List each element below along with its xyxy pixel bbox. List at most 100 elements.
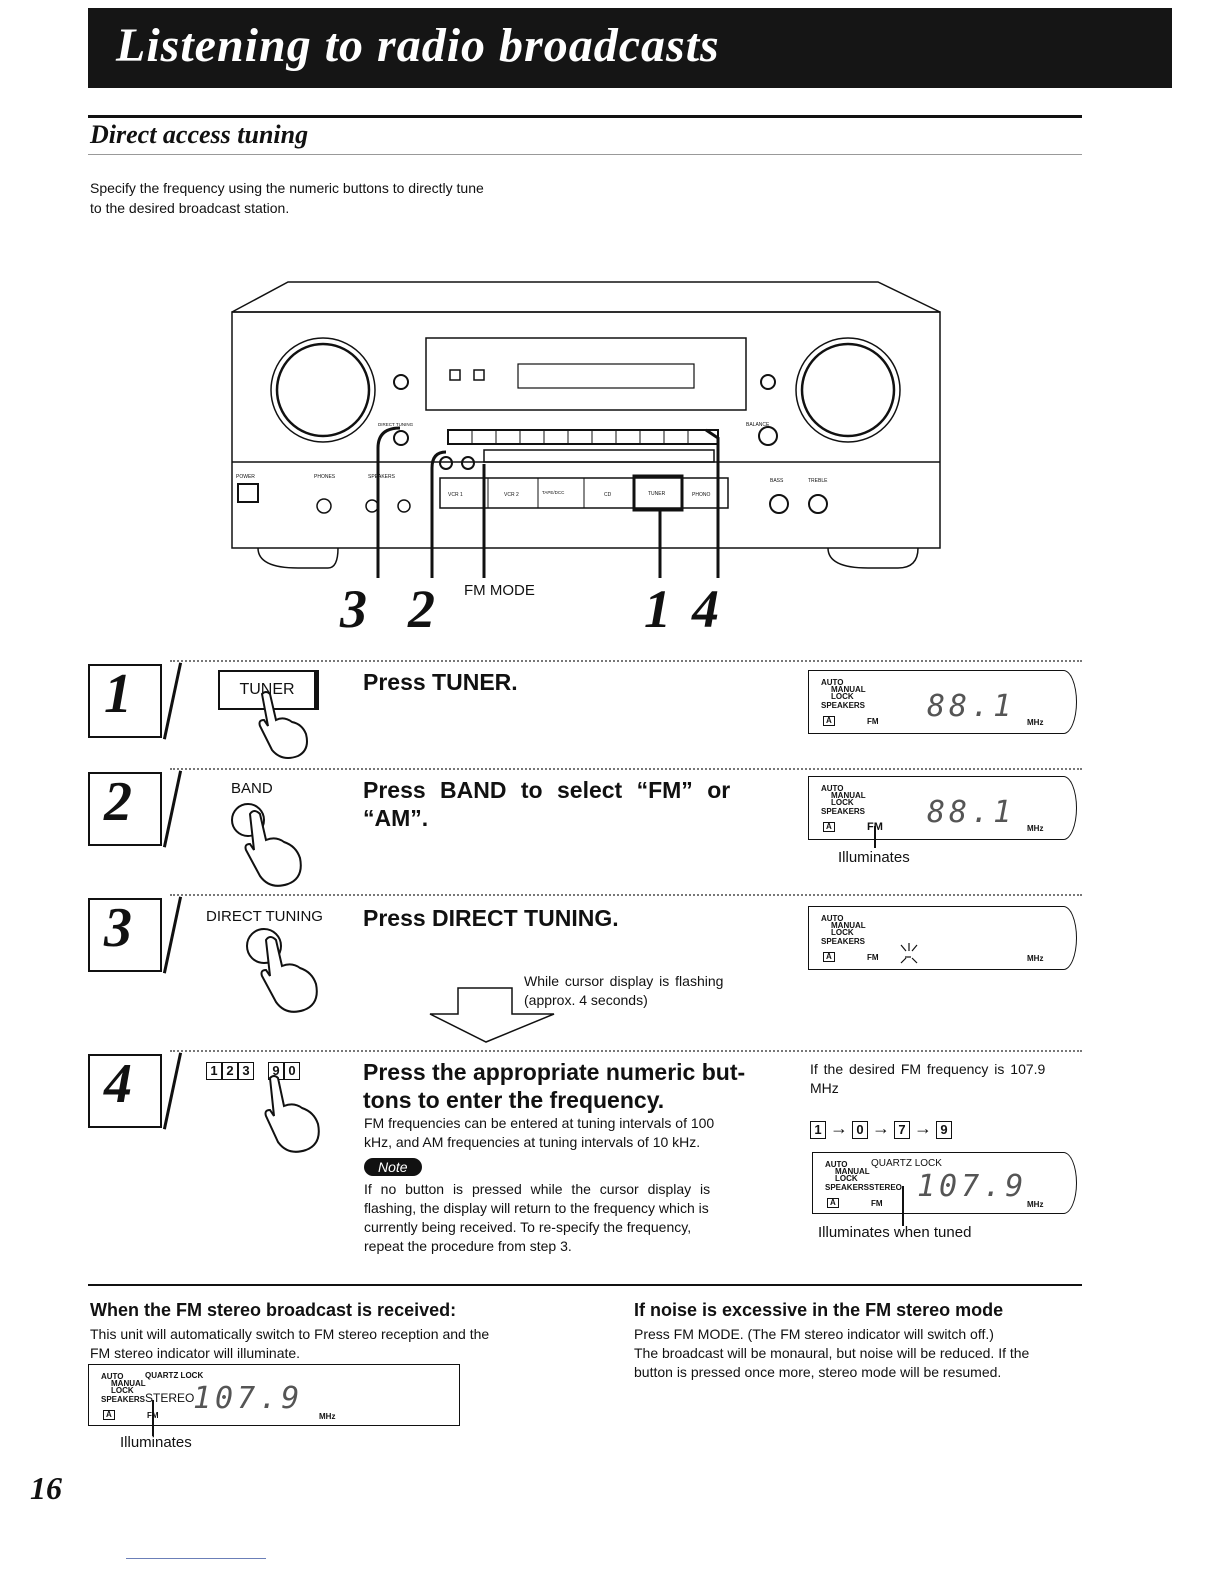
callout-1: 1: [644, 579, 671, 639]
body-line: Press FM MODE. (The FM stereo indicator …: [634, 1326, 994, 1342]
body-line: This unit will automatically switch to F…: [90, 1326, 490, 1342]
step-number-box: 1: [88, 662, 183, 740]
svg-text:BASS: BASS: [770, 478, 784, 484]
callout-fm-mode: FM MODE: [464, 582, 535, 599]
lcd-unit: MHz: [319, 1412, 336, 1421]
lcd-frequency: 88.1: [927, 689, 1016, 724]
lcd-stereo: STEREO: [145, 1391, 195, 1405]
arrow-note: While cursor display is flashing (approx…: [524, 972, 723, 1010]
example-key: 7: [894, 1121, 910, 1139]
source-button-label: CD: [604, 492, 612, 498]
note-label: Note: [364, 1158, 422, 1176]
step-number-box: 3: [88, 896, 183, 974]
band-button-pressing-hand-icon: [231, 803, 302, 887]
lcd-stereo: STEREO: [869, 1183, 902, 1192]
tuning-knob: [275, 342, 371, 438]
step-number-box: 2: [88, 770, 183, 848]
lcd-mode-auto: AUTO: [825, 1160, 848, 1169]
callout-line: [152, 1400, 154, 1436]
band-button-label: BAND: [231, 780, 273, 797]
intro-text: Specify the frequency using the numeric …: [90, 178, 484, 218]
lcd-mode-auto: AUTO: [821, 914, 844, 923]
example-text: If the desired FM frequency is 107.9 MHz: [810, 1060, 1045, 1098]
callout-line: [874, 826, 876, 848]
tuner-button-label: TUNER: [239, 681, 295, 698]
page-number: 16: [30, 1470, 62, 1506]
body-line: The broadcast will be monaural, but nois…: [634, 1345, 1030, 1361]
step-body-line: kHz, and AM frequencies at tuning interv…: [364, 1134, 701, 1150]
lcd-unit: MHz: [1027, 954, 1044, 963]
note-line: repeat the procedure from step 3.: [364, 1238, 572, 1254]
lcd-mode-lock: LOCK: [111, 1386, 134, 1395]
step-divider: [170, 894, 1082, 896]
step-heading: Press BAND to select “FM” or “AM”.: [363, 776, 753, 832]
lcd-display: AUTO MANUAL LOCK QUARTZ LOCK SPEAKERS ST…: [88, 1364, 460, 1426]
note-body: If no button is pressed while the cursor…: [364, 1180, 754, 1256]
arrow-right-icon: →: [830, 1118, 848, 1138]
lcd-mode-manual: MANUAL: [835, 1167, 870, 1176]
footer-rule: [126, 1558, 266, 1559]
step-number: 1: [104, 663, 132, 725]
callout-3: 3: [340, 579, 367, 639]
illuminates-when-tuned-callout: Illuminates when tuned: [818, 1224, 972, 1241]
callout-2: 2: [408, 579, 435, 639]
illuminates-callout: Illuminates: [838, 849, 910, 866]
example-line: MHz: [810, 1080, 839, 1096]
lcd-band: FM: [867, 953, 879, 962]
lcd-speaker-a-icon: A: [823, 822, 835, 832]
step-heading-line: Press the appropriate numeric but-: [363, 1059, 746, 1085]
source-button-label: PHONO: [692, 492, 710, 498]
noise-heading: If noise is excessive in the FM stereo m…: [634, 1300, 1004, 1320]
lcd-speakers: SPEAKERS: [825, 1183, 870, 1192]
lcd-speaker-a-icon: A: [103, 1410, 115, 1420]
lcd-mode-auto: AUTO: [101, 1372, 124, 1381]
stereo-received-heading: When the FM stereo broadcast is received…: [90, 1300, 457, 1320]
numeric-key: 1: [206, 1062, 222, 1080]
lcd-display: AUTO MANUAL LOCK QUARTZ LOCK SPEAKERS ST…: [812, 1152, 1077, 1214]
lcd-mode-auto: AUTO: [821, 784, 844, 793]
lcd-speakers: SPEAKERS: [821, 937, 866, 946]
illuminates-callout: Illuminates: [120, 1434, 192, 1451]
intro-line: to the desired broadcast station.: [90, 200, 290, 216]
lcd-mode-manual: MANUAL: [831, 921, 866, 930]
callout-line: [902, 1186, 904, 1226]
source-button-label: VCR 1: [448, 492, 463, 498]
lcd-band: FM: [871, 1199, 883, 1208]
lcd-mode-lock: LOCK: [831, 692, 854, 701]
receiver-illustration: VCR 1 VCR 2 TAPE/DCC CD TUNER PHONO POWE…: [231, 281, 941, 578]
svg-text:BALANCE: BALANCE: [746, 422, 770, 428]
step-number-box: 4: [88, 1052, 183, 1130]
lcd-speaker-a-icon: A: [827, 1198, 839, 1208]
step-heading: Press TUNER.: [363, 669, 518, 695]
lcd-quartz-lock: QUARTZ LOCK: [145, 1371, 204, 1380]
body-line: button is pressed once more, stereo mode…: [634, 1364, 1002, 1380]
lcd-display: AUTO MANUAL LOCK SPEAKERS A FM 88.1 MHz: [808, 776, 1077, 840]
lcd-speaker-a-icon: A: [823, 716, 835, 726]
lcd-mode-manual: MANUAL: [831, 685, 866, 694]
step-heading-line: Press BAND to select “FM” or: [363, 777, 731, 803]
step-heading-line: tons to enter the frequency.: [363, 1087, 665, 1113]
lcd-unit: MHz: [1027, 718, 1044, 727]
step-number: 2: [104, 771, 132, 833]
section-underline: [88, 154, 1082, 155]
step-divider: [170, 1050, 1082, 1052]
direct-tuning-pressing-hand-icon: [246, 928, 318, 1013]
step-heading-line: “AM”.: [363, 805, 429, 831]
svg-text:DIRECT TUNING: DIRECT TUNING: [378, 422, 414, 427]
svg-text:POWER: POWER: [236, 474, 255, 480]
arrow-right-icon: →: [914, 1118, 932, 1138]
example-key-sequence: 1→0→7→9: [810, 1118, 952, 1139]
intro-line: Specify the frequency using the numeric …: [90, 180, 484, 196]
noise-body: Press FM MODE. (The FM stereo indicator …: [634, 1325, 1029, 1382]
flashing-cursor-icon: [900, 943, 918, 964]
example-key: 9: [936, 1121, 952, 1139]
source-button-label: TAPE/DCC: [542, 490, 565, 495]
page-title: Listening to radio broadcasts: [116, 19, 720, 72]
lcd-quartz-lock: QUARTZ LOCK: [871, 1158, 942, 1169]
arrow-note-line: (approx. 4 seconds): [524, 992, 648, 1008]
lcd-mode-auto: AUTO: [821, 678, 844, 687]
lcd-display: AUTO MANUAL LOCK SPEAKERS A FM MHz: [808, 906, 1077, 970]
source-button-label: VCR 2: [504, 492, 519, 498]
note-badge: Note: [364, 1158, 422, 1177]
